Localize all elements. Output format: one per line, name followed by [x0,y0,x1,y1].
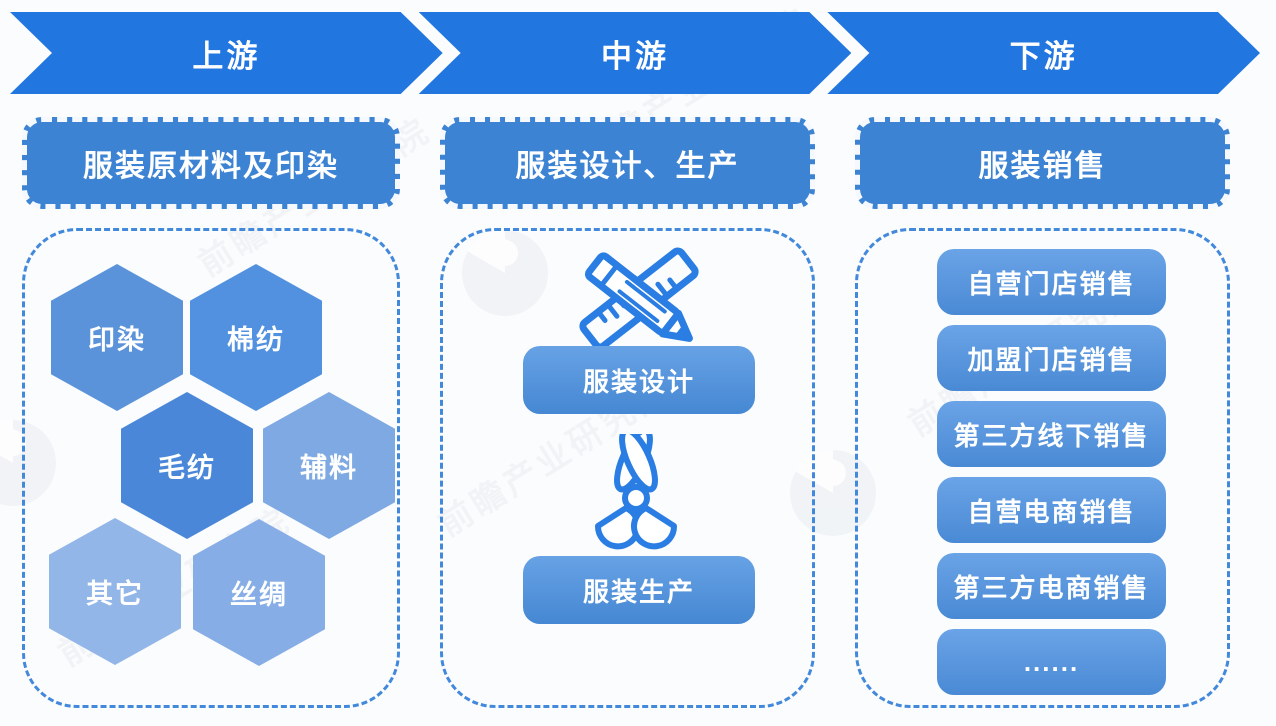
banner-segment-downstream: 下游 [827,12,1260,94]
hexagon-label: 丝绸 [230,580,288,610]
channel-self-store: 自营门店销售 [937,249,1166,315]
channel-label: 加盟门店销售 [967,344,1136,375]
channel-more: ...... [937,629,1166,695]
downstream-header-label: 服装销售 [978,150,1107,183]
banner-segment-upstream: 上游 [10,12,443,94]
midstream-zone: 服装设计 服装生产 [440,228,815,708]
channel-label: 第三方电商销售 [953,572,1150,603]
banner-segment-midstream: 中游 [419,12,852,94]
hexagon-accessories: 辅料 [263,392,395,539]
hexagon-printing-dyeing: 印染 [51,264,183,411]
channel-label: 自营电商销售 [967,496,1136,527]
banner-segment-label: 中游 [601,38,669,74]
downstream-zone: 自营门店销售 加盟门店销售 第三方线下销售 自营电商销售 第三方电商销售 ...… [855,228,1230,708]
hexagon-label: 印染 [88,325,146,355]
channel-franchise-store: 加盟门店销售 [937,325,1166,391]
production-box-label: 服装生产 [582,576,695,607]
downstream-header: 服装销售 [855,117,1230,209]
channel-label: ...... [1023,646,1080,677]
chain-stage-banner: 上游 中游 下游 [10,12,1260,94]
ruler-pencil-icon [571,243,707,360]
channel-self-ecommerce: 自营电商销售 [937,477,1166,543]
hexagon-other: 其它 [49,518,181,665]
scissors-icon [581,427,691,559]
hexagon-silk: 丝绸 [193,519,325,666]
hexagon-cotton: 棉纺 [190,264,322,411]
hexagon-label: 毛纺 [158,453,216,483]
upstream-zone: 印染 棉纺 毛纺 辅料 其它 丝绸 [22,228,400,708]
upstream-header: 服装原材料及印染 [22,117,400,209]
upstream-header-label: 服装原材料及印染 [83,150,339,183]
hexagon-wool: 毛纺 [121,392,253,539]
banner-segment-label: 上游 [192,38,261,74]
hexagon-label: 辅料 [300,453,358,483]
midstream-header: 服装设计、生产 [440,117,815,209]
channel-thirdparty-ecommerce: 第三方电商销售 [937,553,1166,619]
hexagon-label: 其它 [86,579,144,609]
channel-label: 第三方线下销售 [953,420,1150,451]
banner-segment-label: 下游 [1009,38,1078,74]
channel-thirdparty-offline: 第三方线下销售 [937,401,1166,467]
design-box-label: 服装设计 [582,366,695,397]
channel-label: 自营门店销售 [967,268,1136,299]
midstream-header-label: 服装设计、生产 [515,150,740,183]
production-box: 服装生产 [523,556,755,624]
design-box: 服装设计 [523,346,755,414]
hexagon-label: 棉纺 [227,325,285,355]
